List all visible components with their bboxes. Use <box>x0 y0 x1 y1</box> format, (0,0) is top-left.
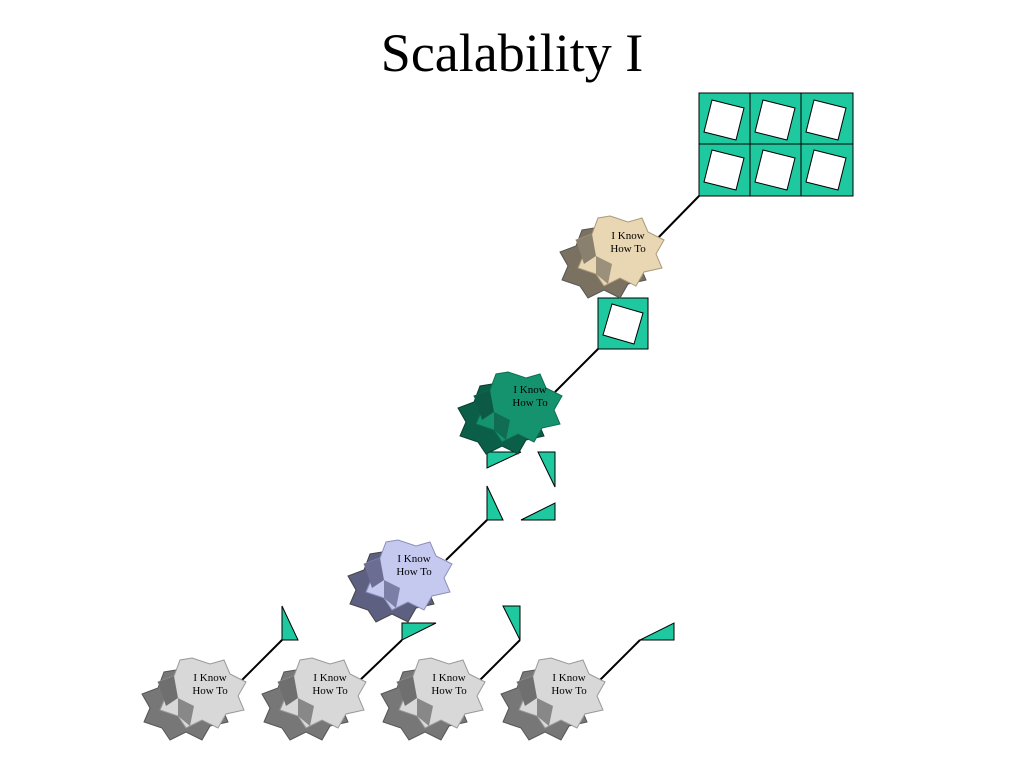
node-label-line1: I Know <box>513 384 546 396</box>
node-label-line2: How To <box>192 685 228 697</box>
knowledge-node-gray: I Know How To <box>500 657 606 741</box>
node-label-line2: How To <box>431 685 467 697</box>
knowledge-node-tan: I Know How To <box>559 215 665 299</box>
node-label-line2: How To <box>610 243 646 255</box>
knowledge-node-lavender: I Know How To <box>347 539 453 623</box>
knowledge-node-green: I Know How To <box>457 371 563 455</box>
node-label-line1: I Know <box>611 230 644 242</box>
node-label-line1: I Know <box>397 553 430 565</box>
knowledge-node-gray: I Know How To <box>141 657 247 741</box>
node-label-line1: I Know <box>193 672 226 684</box>
node-label-line2: How To <box>551 685 587 697</box>
tile-grid-large <box>698 92 854 197</box>
node-label-line2: How To <box>512 397 548 409</box>
flag-pieces <box>281 605 675 641</box>
knowledge-node-gray: I Know How To <box>261 657 367 741</box>
node-label-line1: I Know <box>313 672 346 684</box>
node-label-line2: How To <box>396 566 432 578</box>
connectors <box>239 195 700 683</box>
node-label-line1: I Know <box>432 672 465 684</box>
slide-title: Scalability I <box>380 23 644 83</box>
knowledge-node-gray: I Know How To <box>380 657 486 741</box>
tile-exploded <box>486 451 556 521</box>
node-label-line2: How To <box>312 685 348 697</box>
tile-single <box>597 297 649 350</box>
node-label-line1: I Know <box>552 672 585 684</box>
